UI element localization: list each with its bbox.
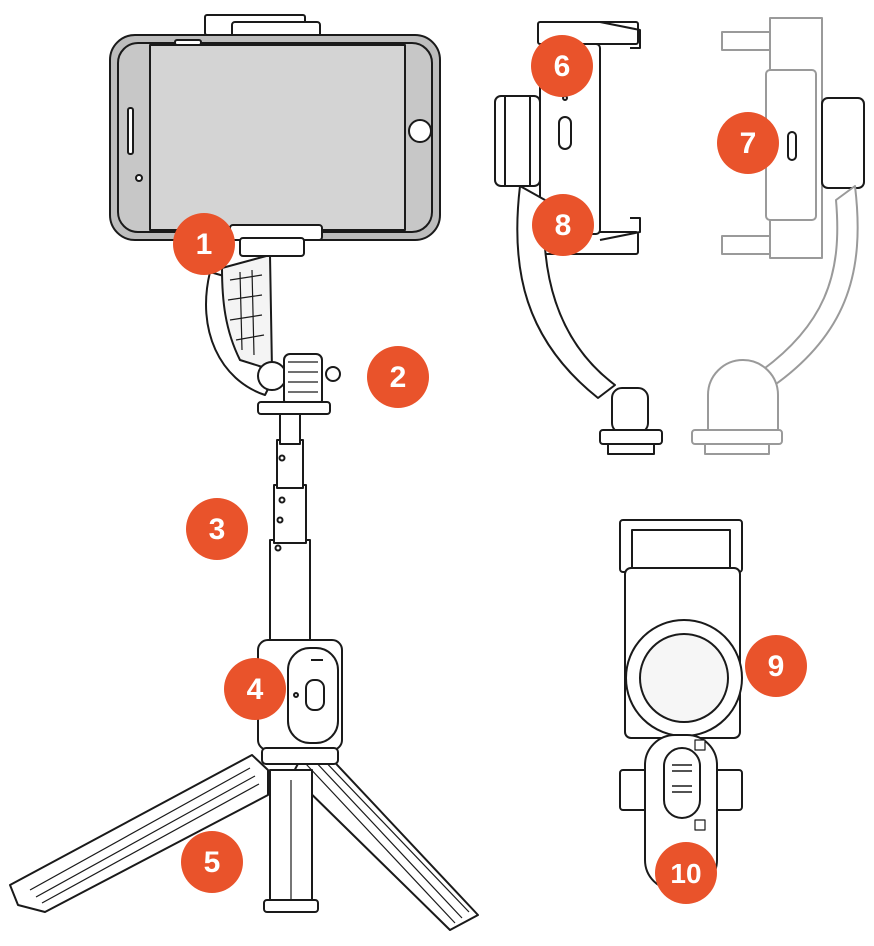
back-view-right: [691, 17, 865, 455]
callout-remote-button-badge: [224, 658, 286, 720]
callout-label-4: 4: [247, 673, 264, 706]
callout-phone-clamp-badge: [173, 213, 235, 275]
callout-mode-switch-badge: [655, 842, 717, 904]
remote-handle: [257, 639, 343, 765]
phone: [109, 14, 441, 257]
gimbal-arm: [205, 254, 276, 396]
callout-extension-pole-badge: [186, 498, 248, 560]
mount-knob: [257, 353, 341, 415]
callout-mount-knob-badge: [367, 346, 429, 408]
callout-rotation-dial-badge: [745, 635, 807, 697]
extension-pole: [269, 409, 311, 641]
callout-clamp-top-indicator-badge: [531, 35, 593, 97]
callout-label-1: 1: [196, 228, 213, 261]
callout-label-7: 7: [740, 127, 757, 160]
callout-label-10: 10: [670, 858, 701, 889]
callout-label-9: 9: [768, 650, 785, 683]
callout-tripod-legs-badge: [181, 831, 243, 893]
bottom-view: [619, 519, 743, 891]
callout-label-2: 2: [390, 361, 407, 394]
callout-badges: 1 2 3 4 5 6 7 8 9 10: [173, 35, 807, 904]
callout-label-8: 8: [555, 209, 572, 242]
tripod-legs: [9, 751, 479, 931]
callout-label-3: 3: [209, 513, 226, 546]
callout-label-6: 6: [554, 50, 571, 83]
callout-label-5: 5: [204, 846, 221, 879]
callout-charging-port-badge: [717, 112, 779, 174]
callout-clamp-power-button-badge: [532, 194, 594, 256]
